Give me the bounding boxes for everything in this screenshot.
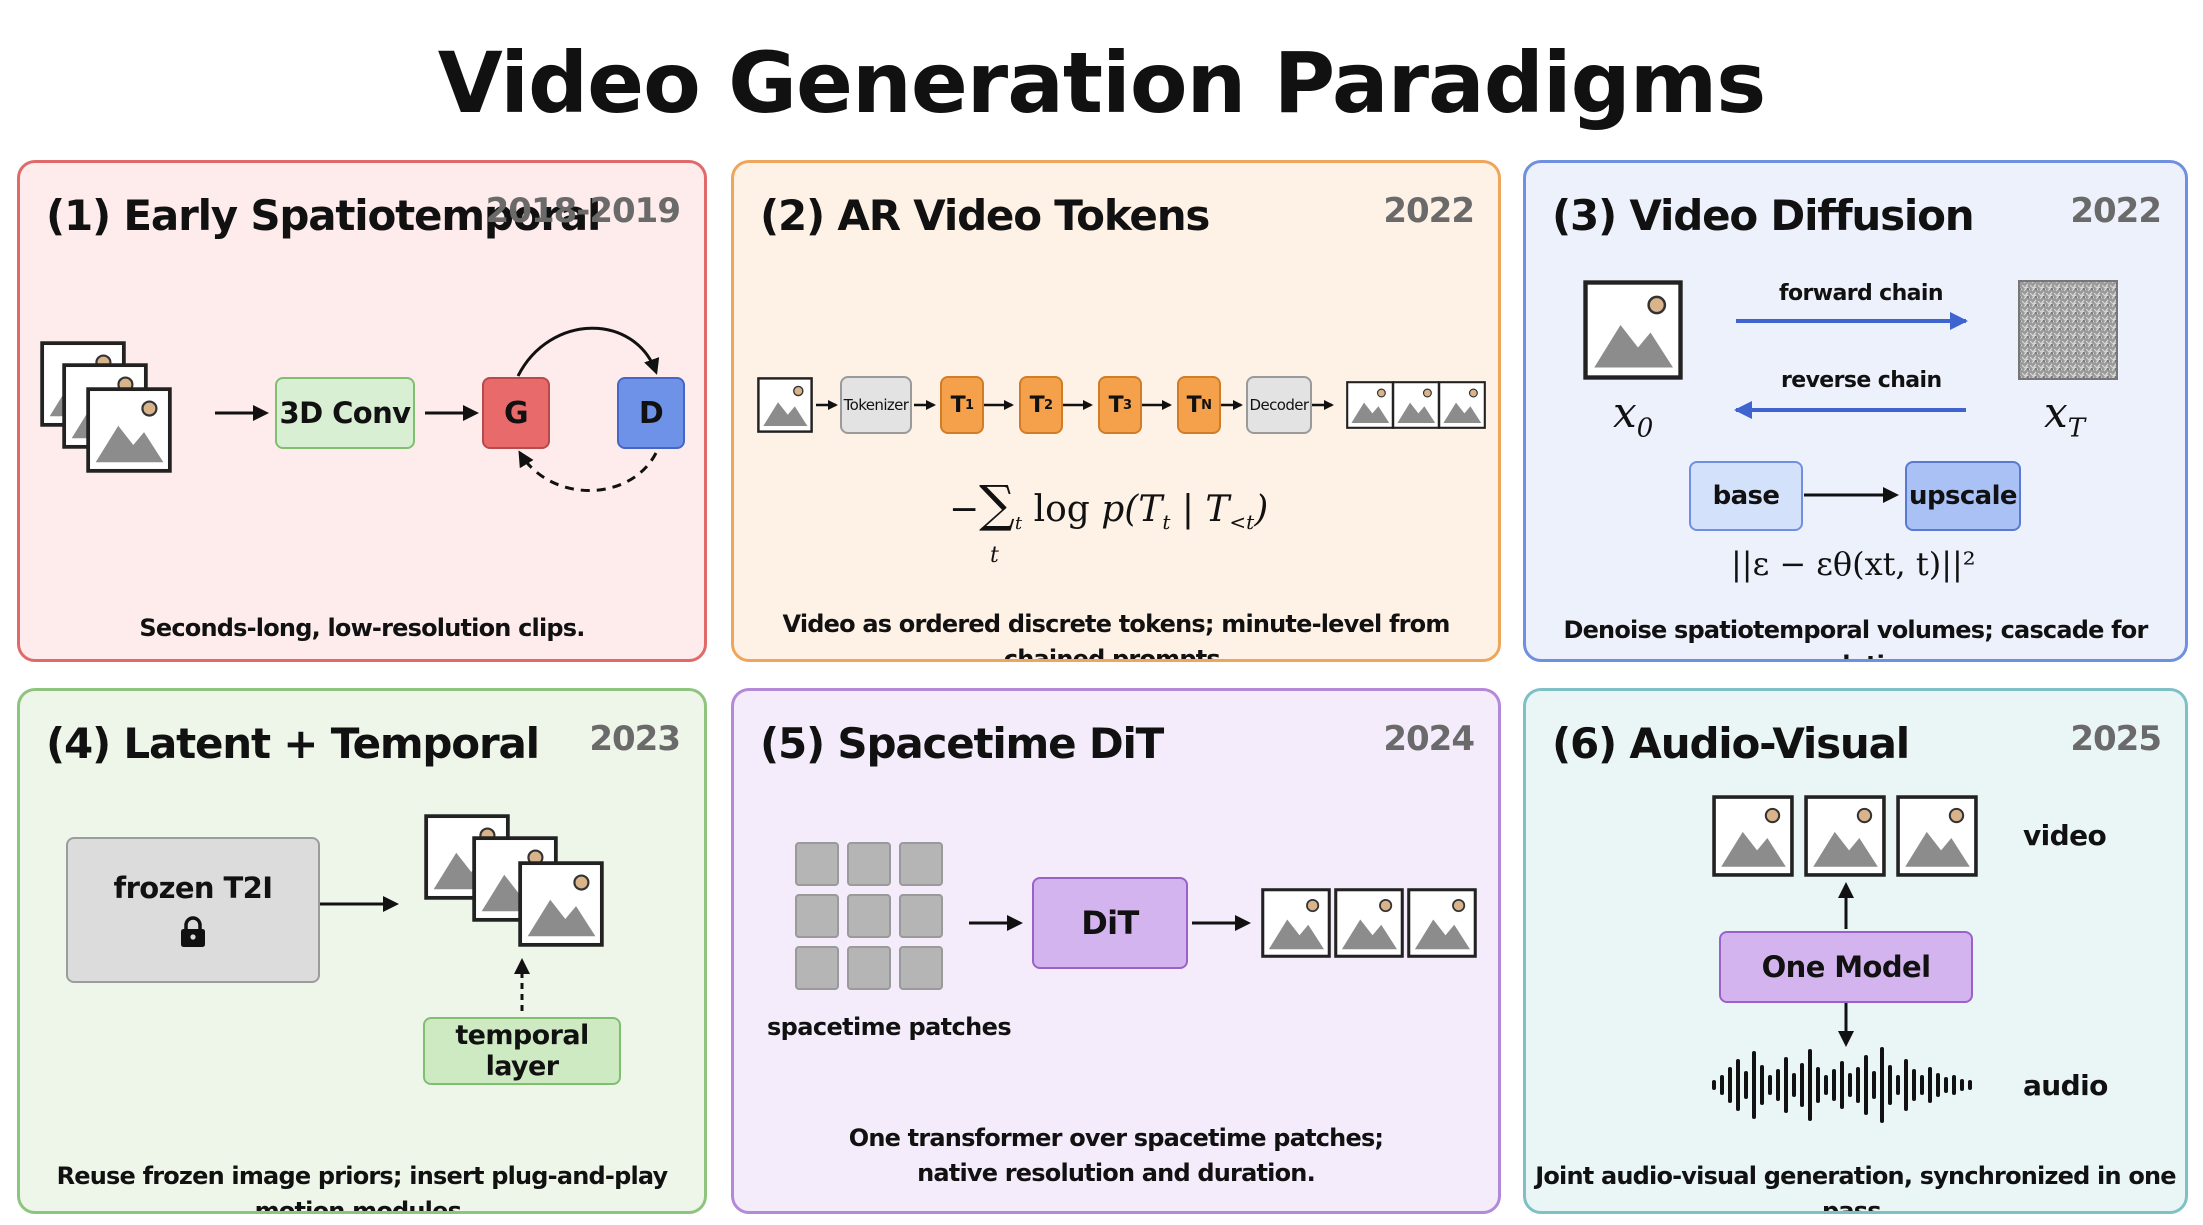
- latent-temporal-diagram: [320, 814, 604, 1011]
- ar-loss-formula: −∑t log p(Tt | T<t): [949, 475, 1269, 535]
- patch-cell: [899, 842, 943, 886]
- video-diffusion-diagram: [1526, 280, 2118, 503]
- patch-cell: [899, 894, 943, 938]
- panel-year: 2023: [589, 719, 681, 759]
- token-subscript: 2: [1043, 397, 1053, 413]
- waveform-icon: [1712, 1047, 1972, 1123]
- image-frame-icon: [1712, 795, 1794, 877]
- panel-year: 2024: [1383, 719, 1475, 759]
- panel-title: (5) Spacetime DiT: [760, 719, 1164, 768]
- token-label: T: [950, 392, 966, 418]
- panel-caption: Reuse frozen image priors; insert plug-a…: [56, 1162, 669, 1214]
- one-model-node: One Model: [1719, 931, 1973, 1003]
- token-label: T: [1186, 392, 1202, 418]
- patch-cell: [847, 894, 891, 938]
- tokenizer-node: Tokenizer: [840, 376, 912, 434]
- x0-label: x0: [1613, 388, 1653, 443]
- panel-title: (4) Latent + Temporal: [46, 719, 540, 768]
- panel-year: 2022: [2070, 191, 2162, 231]
- temporal-layer-node: temporal layer: [423, 1017, 621, 1085]
- noise-icon: [2018, 280, 2118, 380]
- image-frame-icon: [1334, 888, 1404, 958]
- xT-subscript: T: [2067, 413, 2086, 444]
- panel-caption: One transformer over spacetime patches; …: [734, 1121, 1498, 1191]
- patch-cell: [795, 894, 839, 938]
- image-frame-icon: [757, 377, 813, 433]
- panel-title: (6) Audio-Visual: [1552, 719, 1910, 768]
- early-spatiotemporal-diagram: [40, 326, 660, 492]
- frozen-t2i-label: frozen T2I: [113, 871, 273, 905]
- spacetime-patch-grid: [795, 842, 943, 990]
- panel-title: (3) Video Diffusion: [1552, 191, 1975, 240]
- arrow-icon: [516, 326, 660, 377]
- patch-cell: [847, 946, 891, 990]
- panel-caption: Video as ordered discrete tokens; minute…: [782, 610, 1450, 662]
- xT-symbol: x: [2044, 388, 2068, 437]
- audio-visual-diagram: [1712, 795, 1978, 1123]
- image-frame-icon: [1261, 888, 1331, 958]
- frozen-t2i-node: frozen T2I: [66, 837, 320, 983]
- dit-node: DiT: [1032, 877, 1188, 969]
- panel-caption: Joint audio-visual generation, synchroni…: [1535, 1162, 2176, 1214]
- upscale-node: upscale: [1905, 461, 2021, 531]
- lock-icon: [181, 916, 205, 947]
- token-label: T: [1029, 392, 1045, 418]
- panel-caption: Seconds-long, low-resolution clips.: [139, 614, 585, 642]
- patch-cell: [847, 842, 891, 886]
- page-title: Video Generation Paradigms: [437, 34, 1767, 132]
- panel-caption: Denoise spatiotemporal volumes; cascade …: [1563, 616, 2148, 659]
- panel-title: (1) Early Spatiotemporal: [46, 191, 601, 240]
- panel-video-diffusion: (3) Video Diffusion 2022 forward chain r…: [1523, 160, 2188, 662]
- forward-chain-label: forward chain: [1779, 281, 1944, 306]
- spacetime-patches-label: spacetime patches: [767, 1013, 1012, 1041]
- x0-symbol: x: [1613, 388, 1637, 437]
- discriminator-node: D: [617, 377, 685, 449]
- panel-latent-temporal: (4) Latent + Temporal 2023 frozen T2I te…: [17, 688, 707, 1214]
- panel-year: 2022: [1383, 191, 1475, 231]
- arrow-icon: [518, 450, 658, 492]
- image-frame-icon: [1804, 795, 1886, 877]
- panel-caption-line: native resolution and duration.: [917, 1158, 1316, 1187]
- image-frame-icon: [1346, 380, 1394, 430]
- xT-label: xT: [2044, 388, 2085, 443]
- base-node: base: [1689, 461, 1803, 531]
- conv3d-node: 3D Conv: [275, 377, 415, 449]
- spacetime-dit-diagram: [795, 842, 1477, 990]
- decoder-node: Decoder: [1246, 376, 1312, 434]
- patch-cell: [795, 842, 839, 886]
- generator-node: G: [482, 377, 550, 449]
- image-frame-icon: [1896, 795, 1978, 877]
- image-frame-icon: [518, 861, 604, 947]
- image-frame-icon: [1407, 888, 1477, 958]
- token-subscript: N: [1201, 397, 1212, 413]
- token-subscript: 1: [964, 397, 974, 413]
- ar-tokens-diagram: [757, 377, 1486, 433]
- audio-label: audio: [2023, 1069, 2108, 1102]
- panel-early-spatiotemporal: (1) Early Spatiotemporal 2018-2019 3D Co…: [17, 160, 707, 662]
- panel-caption-line: One transformer over spacetime patches;: [848, 1124, 1384, 1152]
- panel-audio-visual: (6) Audio-Visual 2025 video One: [1523, 688, 2188, 1214]
- panel-title: (2) AR Video Tokens: [760, 191, 1210, 240]
- video-label: video: [2023, 819, 2107, 852]
- image-frame-icon: [86, 387, 172, 473]
- token-label: T: [1108, 392, 1124, 418]
- ar-sum-index: t: [990, 543, 999, 568]
- panel-year: 2025: [2070, 719, 2162, 759]
- panel-year: 2018-2019: [485, 191, 681, 231]
- x0-subscript: 0: [1636, 413, 1654, 444]
- token-subscript: 3: [1122, 397, 1132, 413]
- panel-spacetime-dit: (5) Spacetime DiT 2024 spacetime patches…: [731, 688, 1501, 1214]
- image-frame-icon: [1438, 380, 1486, 430]
- diffusion-loss-formula: ||ε − εθ(xt, t)||²: [1731, 545, 1976, 583]
- image-frame-icon: [1392, 380, 1440, 430]
- patch-cell: [795, 946, 839, 990]
- reverse-chain-label: reverse chain: [1781, 368, 1942, 393]
- patch-cell: [899, 946, 943, 990]
- image-frame-icon: [1586, 283, 1681, 378]
